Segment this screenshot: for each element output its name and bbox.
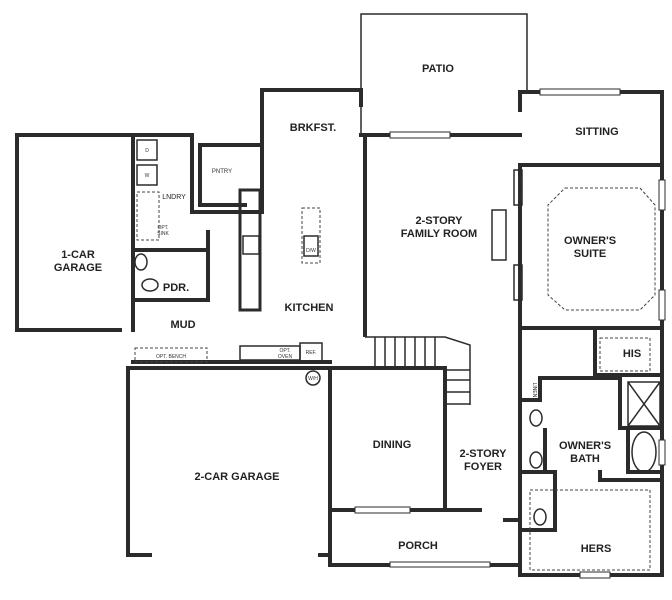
ref-label: REF. bbox=[306, 350, 317, 356]
room-1-car-garage-line2: GARAGE bbox=[54, 262, 102, 274]
room-dining: DINING bbox=[373, 439, 412, 451]
opt-sink-label-2: SINK bbox=[157, 231, 169, 237]
room-family-line2: FAMILY ROOM bbox=[401, 228, 477, 240]
opt-sink-label-1: OPT. bbox=[157, 225, 168, 231]
room-laundry: LNDRY bbox=[162, 194, 186, 201]
room-owners-bath-line2: BATH bbox=[570, 453, 600, 465]
built-ins-top-label: BUILT-INS bbox=[516, 176, 522, 200]
room-pantry: PNTRY bbox=[212, 169, 232, 175]
room-brkfst: BRKFST. bbox=[290, 122, 336, 134]
room-owners-bath-line1: OWNER'S bbox=[559, 440, 611, 452]
room-labels: PATIO SITTING BRKFST. PNTRY LNDRY 1-CAR … bbox=[54, 63, 641, 555]
opt-oven-label-2: OVEN bbox=[278, 354, 293, 360]
room-porch: PORCH bbox=[398, 540, 438, 552]
linen-label: LINEN bbox=[531, 383, 537, 398]
room-mud: MUD bbox=[170, 319, 195, 331]
room-owners-suite-line2: SUITE bbox=[574, 248, 606, 260]
room-powder: PDR. bbox=[163, 282, 189, 294]
room-his: HIS bbox=[623, 348, 641, 360]
room-1-car-garage-line1: 1-CAR bbox=[61, 249, 95, 261]
opt-bench-label: OPT. BENCH bbox=[156, 354, 186, 360]
walls bbox=[15, 88, 664, 577]
room-family-line1: 2-STORY bbox=[415, 215, 463, 227]
room-patio: PATIO bbox=[422, 63, 454, 75]
washer-label: W bbox=[145, 173, 150, 179]
room-sitting: SITTING bbox=[575, 126, 618, 138]
room-2-car-garage: 2-CAR GARAGE bbox=[195, 471, 280, 483]
dryer-label: D bbox=[145, 148, 149, 154]
room-foyer-line1: 2-STORY bbox=[459, 448, 507, 460]
room-hers: HERS bbox=[581, 543, 612, 555]
patio-outline bbox=[360, 13, 528, 135]
dishwasher-label: D/W bbox=[306, 248, 316, 254]
staircase bbox=[365, 336, 471, 405]
dashed-features bbox=[134, 187, 656, 571]
fixtures: D W OPT. SINK D/W OPT. BENCH OPT. OVEN R… bbox=[134, 139, 661, 526]
water-heater-label: W/H bbox=[308, 376, 318, 382]
opt-oven-label-1: OPT. bbox=[279, 348, 290, 354]
room-foyer-line2: FOYER bbox=[464, 461, 502, 473]
built-ins-bottom-label: BUILT-INS bbox=[516, 271, 522, 295]
room-owners-suite-line1: OWNER'S bbox=[564, 235, 616, 247]
windows bbox=[354, 88, 666, 579]
room-kitchen: KITCHEN bbox=[285, 302, 334, 314]
